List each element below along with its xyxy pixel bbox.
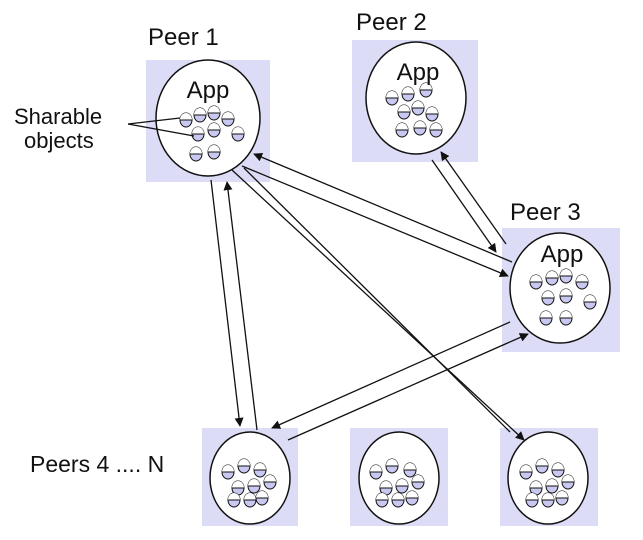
sharable-object-icon [253, 462, 267, 478]
sharable-object-icon [207, 105, 221, 121]
sharable-object-icon [397, 104, 411, 120]
sharable-object-icon [369, 464, 383, 480]
arrow-peer2-to-peer3 [431, 159, 497, 253]
sharable-object-icon [379, 480, 393, 496]
sharable-object-icon [405, 490, 419, 506]
arrow-peer3-to-peer4 [271, 321, 511, 429]
sharable-object-icon [411, 474, 425, 490]
sharable-object-icon [555, 490, 569, 506]
sharable-object-icon [545, 478, 559, 494]
sharable-object-icon [411, 100, 425, 116]
peer3-app-label: App [541, 241, 584, 268]
sharable-object-icon [189, 146, 203, 162]
sharable-objects-label-line2: objects [24, 128, 94, 153]
sharable-objects-label-line1: Sharable [14, 104, 102, 129]
sharable-object-icon [237, 458, 251, 474]
peer3-label: Peer 3 [510, 199, 581, 226]
sharable-object-icon [231, 480, 245, 496]
sharable-object-icon [413, 120, 427, 136]
sharable-object-icon [391, 492, 405, 508]
peerN-app-ellipse [507, 431, 589, 525]
sharable-object-icon [559, 268, 573, 284]
sharable-object-icon [263, 474, 277, 490]
sharable-object-icon [429, 122, 443, 138]
line-peer1-peerN-return [243, 167, 511, 433]
sharable-object-icon [207, 122, 221, 138]
connection-arrows [127, 117, 529, 441]
sharable-object-icon [385, 90, 399, 106]
sharable-object-icon [227, 492, 241, 508]
sharable-object-icon [535, 458, 549, 474]
peer3-app-ellipse [509, 232, 611, 344]
sharable-object-icon [541, 290, 555, 306]
sharable-object-icon [525, 492, 539, 508]
peer5-app-ellipse [358, 431, 440, 525]
peer1-objects [179, 105, 245, 162]
sharable-object-icon [231, 126, 245, 142]
sharable-object-icon [375, 492, 389, 508]
arrow-peer4-to-peer1 [223, 181, 258, 431]
peer4-app-ellipse [209, 431, 291, 525]
arrow-peer4-to-peer3 [287, 333, 529, 441]
sharable-object-icon [193, 107, 207, 123]
pointer-line-1 [127, 117, 181, 125]
arrow-peer1-to-peer3 [241, 165, 509, 278]
sharable-object-icon [559, 288, 573, 304]
peer3-objects [529, 268, 597, 326]
sharable-object-icon [401, 86, 415, 102]
sharable-object-icon [403, 462, 417, 478]
sharable-object-icon [395, 122, 409, 138]
sharable-object-icon [419, 82, 433, 98]
sharable-object-icon [539, 310, 553, 326]
sharable-object-icon [207, 144, 221, 160]
peer1-app-label: App [187, 77, 230, 104]
arrow-peer1-to-peer4 [210, 179, 244, 427]
sharable-object-icon [425, 106, 439, 122]
sharable-object-icon [221, 111, 235, 127]
arrow-peer1-to-peerN [231, 169, 525, 441]
peer4-objects [221, 458, 277, 508]
peers-rest-label: Peers 4 .... N [30, 451, 164, 477]
sharable-object-icon [243, 492, 257, 508]
peer1-label: Peer 1 [148, 24, 219, 51]
sharable-object-icon [561, 474, 575, 490]
sharable-object-icon [179, 112, 193, 128]
sharable-object-icon [559, 310, 573, 326]
sharable-object-icon [385, 458, 399, 474]
sharable-object-icon [247, 478, 261, 494]
arrow-peer3-to-peer2 [440, 151, 507, 245]
sharable-object-icon [583, 294, 597, 310]
peer1-app-ellipse [155, 59, 261, 177]
sharable-object-icon [529, 274, 543, 290]
sharable-object-icon [551, 462, 565, 478]
peer2-label: Peer 2 [356, 9, 427, 36]
peer2-app-label: App [397, 59, 440, 86]
sharable-object-icon [519, 464, 533, 480]
sharable-object-icon [575, 274, 589, 290]
peer2-objects [385, 82, 443, 138]
sharable-object-icon [255, 490, 269, 506]
peer5-objects [369, 458, 425, 508]
sharable-object-icon [191, 126, 205, 142]
peerN-objects [519, 458, 575, 508]
arrow-peer3-to-peer1 [253, 152, 513, 263]
sharable-object-icon [221, 464, 235, 480]
pointer-line-2 [127, 123, 195, 137]
sharable-object-icon [395, 478, 409, 494]
sharable-object-icon [541, 492, 555, 508]
sharable-object-icon [545, 270, 559, 286]
